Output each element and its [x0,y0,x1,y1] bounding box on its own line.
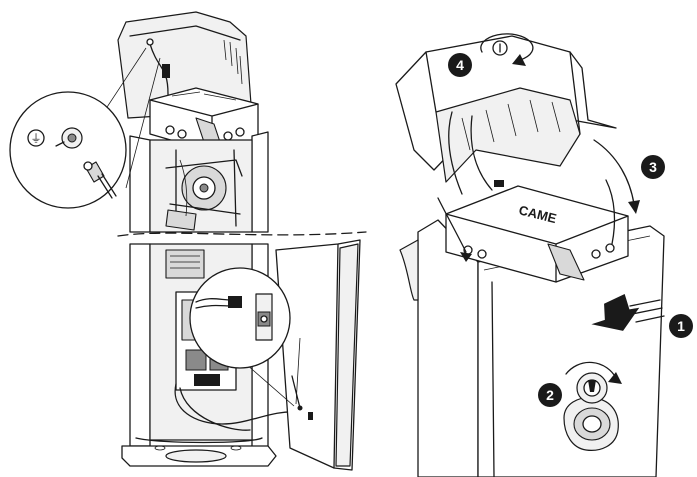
detached-front-cover [275,239,361,471]
svg-text:4: 4 [456,57,464,73]
ground-symbol-icon: ⏚ [31,132,42,145]
detail-cover-earth [189,267,301,407]
right-column-assembly: CAME [395,33,665,477]
step-badge-2: 2 [538,383,562,407]
step-badge-4: 4 [448,53,472,77]
detail-ground-terminal: ⏚ [9,47,161,209]
svg-text:2: 2 [546,387,554,403]
step-badge-1: 1 [669,314,693,338]
svg-text:1: 1 [677,318,685,334]
step-badge-3: 3 [641,155,665,179]
svg-text:3: 3 [649,159,657,175]
